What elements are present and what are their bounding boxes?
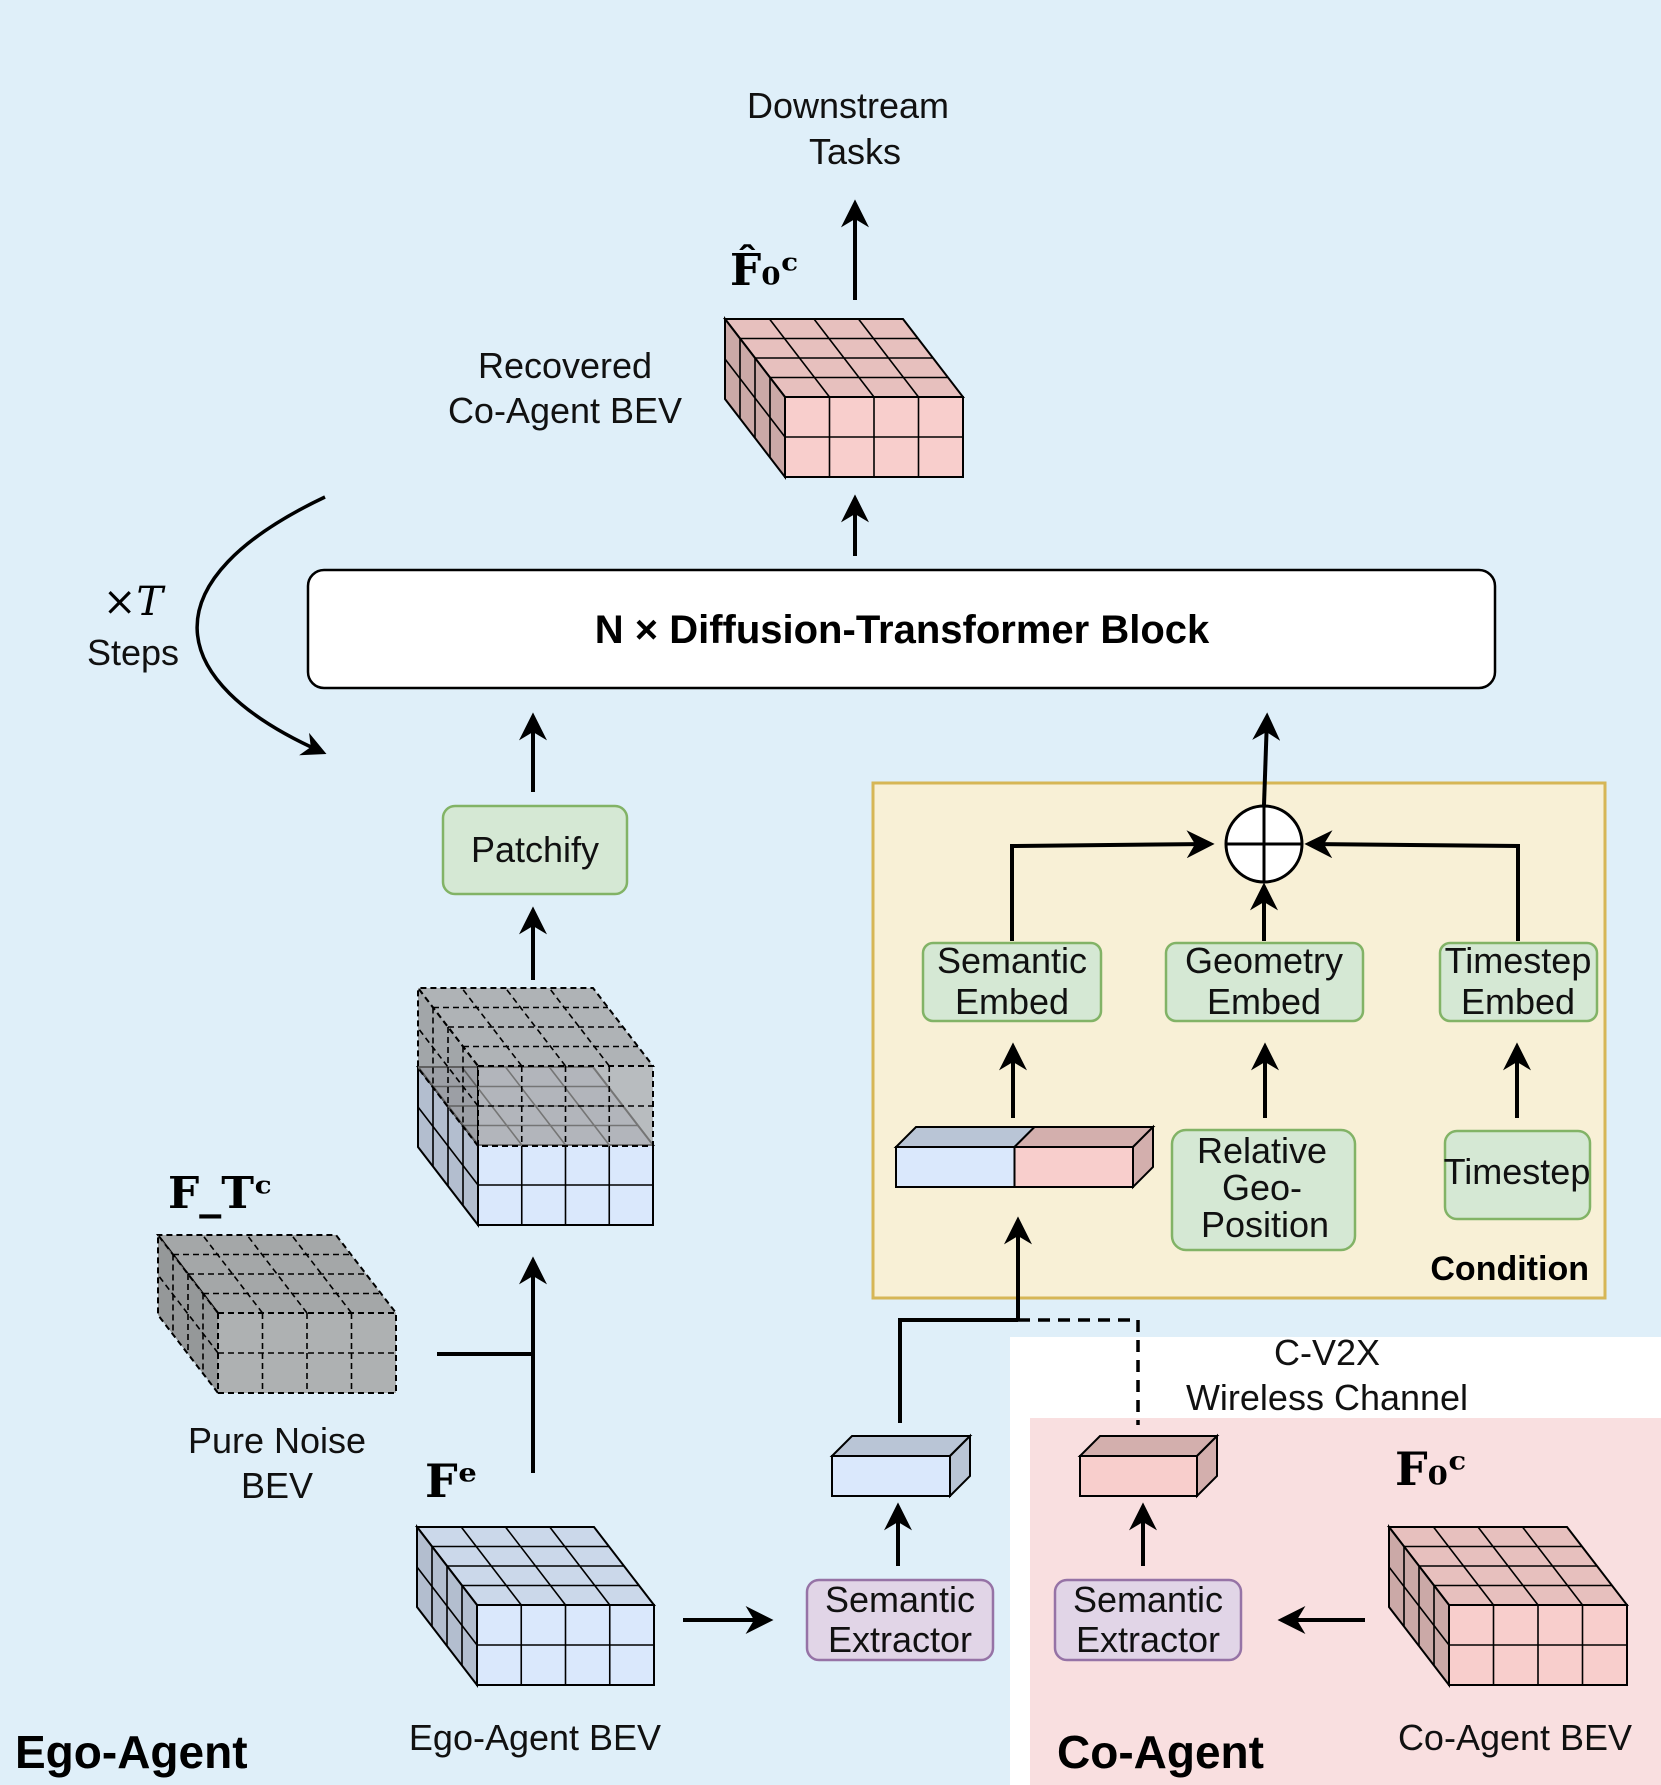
arrow-sum-to-dit [1252,712,1281,806]
ego-semantic-feature [829,1433,973,1499]
timestep-to-sum-line [1304,830,1520,941]
ego-extractor-label-2: Extractor [828,1619,972,1660]
co-agent-region-label: Co-Agent [1057,1726,1264,1778]
ego-feature-to-condition-line [898,1318,1018,1423]
stacked-noise-cube [415,985,656,1149]
timestep-embed-box [1438,941,1599,1023]
recovered-bev-label-2: Co-Agent BEV [448,390,682,431]
recovered-symbol: F̂₀ᶜ [730,243,799,296]
timestep-label: Timestep [1444,1151,1591,1192]
ego-agent-region-label: Ego-Agent [15,1726,248,1778]
channel-label-2: Wireless Channel [1186,1377,1468,1418]
co-bev-label: Co-Agent BEV [1398,1717,1632,1758]
pure-noise-cube [155,1232,399,1396]
co-extractor-label-1: Semantic [1073,1579,1223,1620]
semantic-to-sum-line [1010,830,1215,941]
noise-symbol: F_Tᶜ [168,1168,273,1219]
ego-bev-label: Ego-Agent BEV [409,1717,661,1758]
timestep-embed-label-1: Timestep [1445,940,1592,981]
geometry-embed-label-1: Geometry [1185,940,1343,981]
semantic-embed-label-2: Embed [955,981,1069,1022]
geometry-embed-box [1164,941,1365,1023]
recovered-bev-label-1: Recovered [478,345,652,386]
recovered-bev-cube [722,316,966,480]
relative-geo-label-1: Relative [1197,1130,1327,1171]
semantic-embed-label-1: Semantic [937,940,1087,981]
relative-geo-position-box [1170,1128,1357,1252]
downstream-tasks-label-1: Downstream [747,85,949,126]
pure-noise-label-2: BEV [241,1465,313,1506]
sum-node [1224,804,1304,884]
pure-noise-label-1: Pure Noise [188,1420,366,1461]
patchify-box [441,804,629,896]
ego-symbol: Fᵉ [425,1454,478,1508]
dit-block-label: N × Diffusion-Transformer Block [595,608,1210,652]
geometry-embed-label-2: Embed [1207,981,1321,1022]
timestep-embed-label-2: Embed [1461,981,1575,1022]
co-semantic-extractor [1053,1578,1243,1662]
relative-geo-label-3: Position [1201,1204,1329,1245]
downstream-tasks-label-2: Tasks [809,131,901,172]
relative-geo-label-2: Geo- [1222,1167,1302,1208]
timestep-box [1443,1129,1592,1221]
semantic-embed-box [921,941,1103,1023]
co-semantic-feature [1077,1433,1220,1499]
co-bev-cube [1386,1524,1630,1688]
steps-loop-arrow [195,495,327,756]
patchify-label: Patchify [471,829,599,870]
wireless-dashed-line [1018,1318,1140,1425]
channel-label-1: C-V2X [1274,1332,1380,1373]
condition-label: Condition [1430,1250,1589,1288]
steps-multiplier: ×T [103,579,167,625]
ego-extractor-label-1: Semantic [825,1579,975,1620]
concat-feature [893,1124,1156,1190]
ego-bev-cube [414,1524,657,1688]
steps-label: Steps [87,632,179,673]
co-extractor-label-2: Extractor [1076,1619,1220,1660]
ego-semantic-extractor [805,1578,995,1662]
co-symbol: F₀ᶜ [1395,1442,1467,1496]
dit-block [306,568,1497,690]
